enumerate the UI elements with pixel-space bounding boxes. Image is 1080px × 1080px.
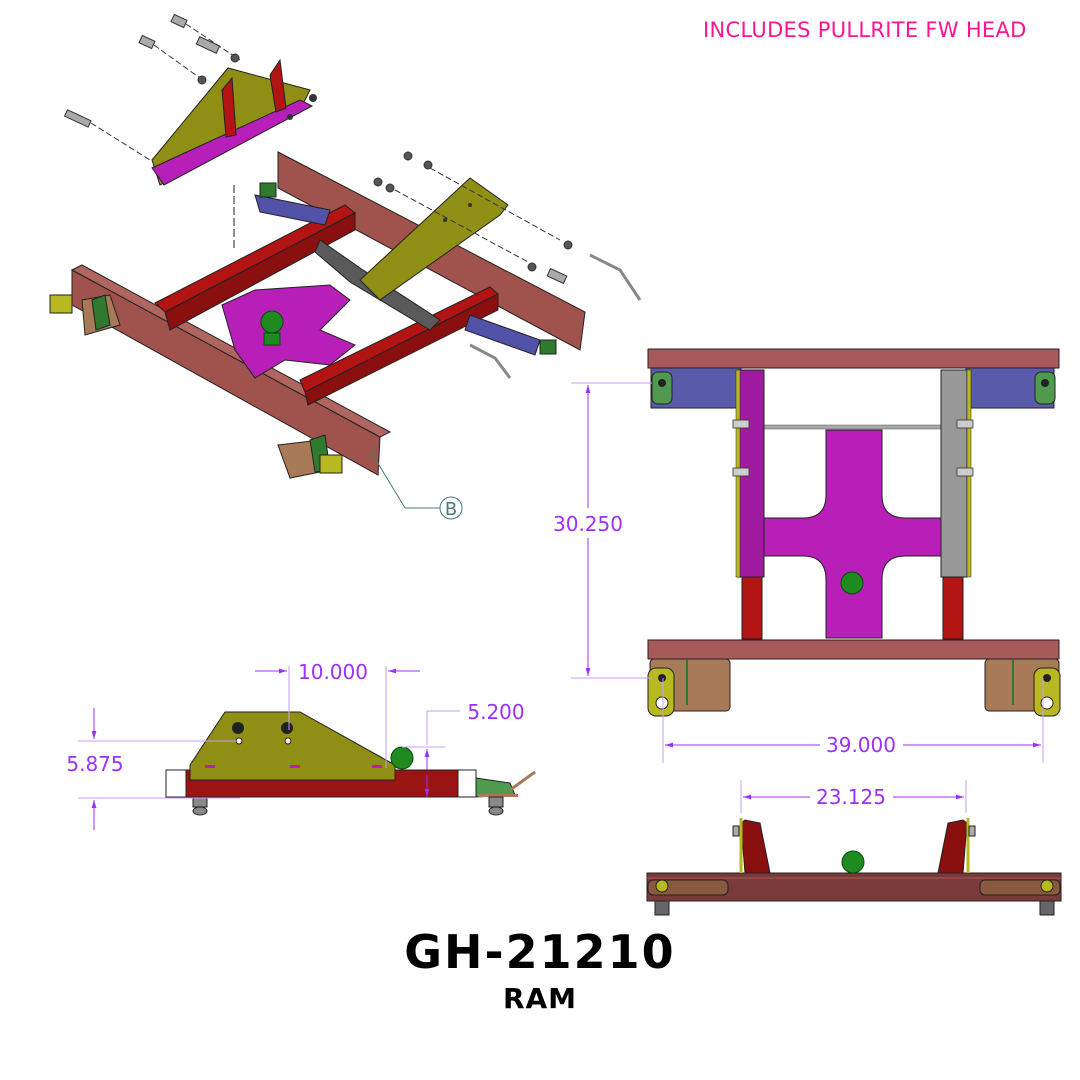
dim-overall-width-label: 39.000 [826,733,896,757]
front-view: 23.125 [646,780,1062,916]
dim-overall-width [662,678,1044,763]
dim-plate-height-label: 5.875 [66,752,123,776]
dim-rail-spacing [571,382,652,679]
dim-ball-height-label: 5.200 [467,700,524,724]
dim-bracket-spacing-label: 23.125 [816,785,886,809]
isometric-exploded-view: B [49,13,642,520]
upper-bracket-exploded [151,58,317,186]
callout-b-label: B [445,499,457,520]
dim-bracket-spacing [740,780,967,813]
vehicle-model: RAM [502,982,578,1015]
top-view: 30.250 39.000 [553,348,1061,763]
exploded-bolts [63,13,241,161]
dim-rail-spacing-label: 30.250 [553,512,623,536]
part-number: GH-21210 [404,925,676,979]
dim-hole-spacing [255,666,420,768]
dim-hole-spacing-label: 10.000 [298,660,368,684]
callout-b: B [369,449,463,520]
dim-plate-height [78,708,240,830]
side-view: 10.000 5.875 5.200 [66,660,536,830]
includes-note: INCLUDES PULLRITE FW HEAD [703,18,1027,42]
dim-ball-height [402,710,460,797]
